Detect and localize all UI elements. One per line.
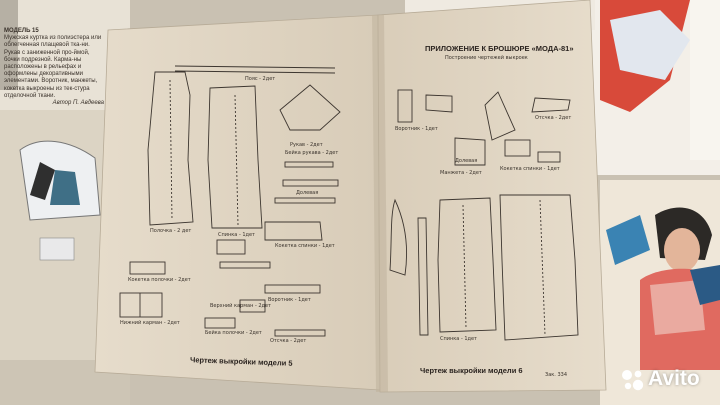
label-pocket-bottom: Нижний карман - 2дет bbox=[120, 320, 180, 326]
label-pocket-bottom-a: Кокетка полочки - 2дет bbox=[128, 277, 191, 283]
label-collar: Воротник - 1дет bbox=[268, 297, 311, 303]
label-dolevaya: Долевая bbox=[296, 190, 319, 196]
right-page-subheading: Построение чертежей выкроек bbox=[445, 55, 528, 61]
label-front: Полочка - 2 дет bbox=[150, 228, 192, 234]
left-pattern-drawings bbox=[119, 65, 341, 337]
r-label-facing: Отсчка - 2дет bbox=[535, 115, 572, 121]
label-pocket-yoke: Бейка полочки - 2дет bbox=[205, 330, 262, 336]
avito-watermark: Avito bbox=[620, 366, 715, 394]
model-note-author: Автор П. Авдеева bbox=[52, 100, 104, 107]
label-facing: Отсчка - 2дет bbox=[270, 338, 307, 344]
order-number: Зак. 334 bbox=[545, 372, 568, 378]
avito-logo-icon bbox=[622, 370, 644, 391]
right-page-caption: Чертеж выкройки модели 6 bbox=[420, 366, 523, 375]
right-page-heading: ПРИЛОЖЕНИЕ К БРОШЮРЕ «МОДА-81» bbox=[425, 44, 574, 53]
model-note-body: Мужская куртка из полиэстера или облегче… bbox=[4, 35, 102, 99]
r-label-cuff: Манжета - 2дет bbox=[440, 170, 482, 176]
label-sleeve: Рукав - 2дет bbox=[290, 142, 323, 148]
avito-brand-text: Avito bbox=[648, 367, 700, 390]
model-note: МОДЕЛЬ 15 Мужская куртка из полиэстера и… bbox=[4, 28, 104, 107]
r-label-dolevaya: Долевая bbox=[455, 158, 478, 164]
r-label-back: Спинка - 1дет bbox=[440, 336, 477, 342]
r-label-collar: Воротник - 1дет bbox=[395, 126, 438, 132]
right-pattern-drawings bbox=[389, 89, 579, 341]
label-yoke-back: Кокетка спинки - 1дет bbox=[275, 243, 335, 249]
r-label-yoke: Кокетка спинки - 1дет bbox=[500, 166, 560, 172]
label-pocket-top: Верхний карман - 2дет bbox=[210, 303, 271, 309]
label-belt: Пояс - 2дет bbox=[245, 76, 276, 82]
model-note-title: МОДЕЛЬ 15 bbox=[4, 28, 39, 34]
label-back: Спинка - 1дет bbox=[218, 232, 255, 238]
label-sleeve-band: Бейка рукава - 2дет bbox=[285, 150, 339, 156]
